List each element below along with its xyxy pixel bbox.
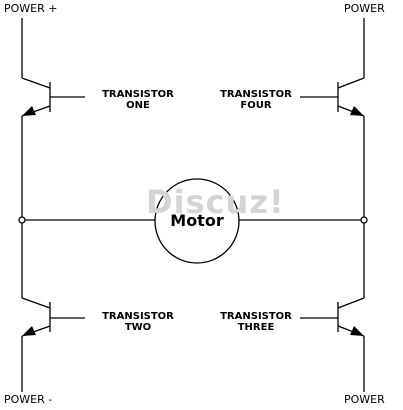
label-transistor-one: TRANSISTOR ONE <box>88 89 188 111</box>
right-junction-node <box>360 216 368 224</box>
label-transistor-two: TRANSISTOR TWO <box>88 311 188 333</box>
label-power-plus: POWER + <box>4 2 58 15</box>
label-power-minus: POWER - <box>4 393 53 406</box>
t4-collector <box>337 77 365 89</box>
transistor-four-line1: TRANSISTOR <box>220 89 292 100</box>
label-transistor-three: TRANSISTOR THREE <box>206 311 306 333</box>
transistor-one-line2: ONE <box>126 100 150 111</box>
t3-emitter-arrow <box>350 326 364 336</box>
watermark: Discuz! <box>146 183 285 221</box>
t1-emitter-arrow <box>22 106 36 116</box>
left-junction-node <box>18 216 26 224</box>
t2-emitter-arrow <box>22 326 36 336</box>
transistor-two-line2: TWO <box>124 322 152 333</box>
transistor-three-line2: THREE <box>237 322 275 333</box>
transistor-one-line1: TRANSISTOR <box>102 89 174 100</box>
t2-collector <box>21 297 51 309</box>
label-power-bottom-right: POWER <box>344 393 385 406</box>
t1-collector <box>21 77 51 89</box>
label-power-top-right: POWER <box>344 2 385 15</box>
t4-emitter-arrow <box>350 106 364 116</box>
transistor-three-line1: TRANSISTOR <box>220 311 292 322</box>
t3-collector <box>337 297 365 309</box>
transistor-four-line2: FOUR <box>240 100 272 111</box>
label-transistor-four: TRANSISTOR FOUR <box>206 89 306 111</box>
motor-circle <box>154 178 240 264</box>
motor-label: Motor <box>170 211 224 230</box>
transistor-two-line1: TRANSISTOR <box>102 311 174 322</box>
